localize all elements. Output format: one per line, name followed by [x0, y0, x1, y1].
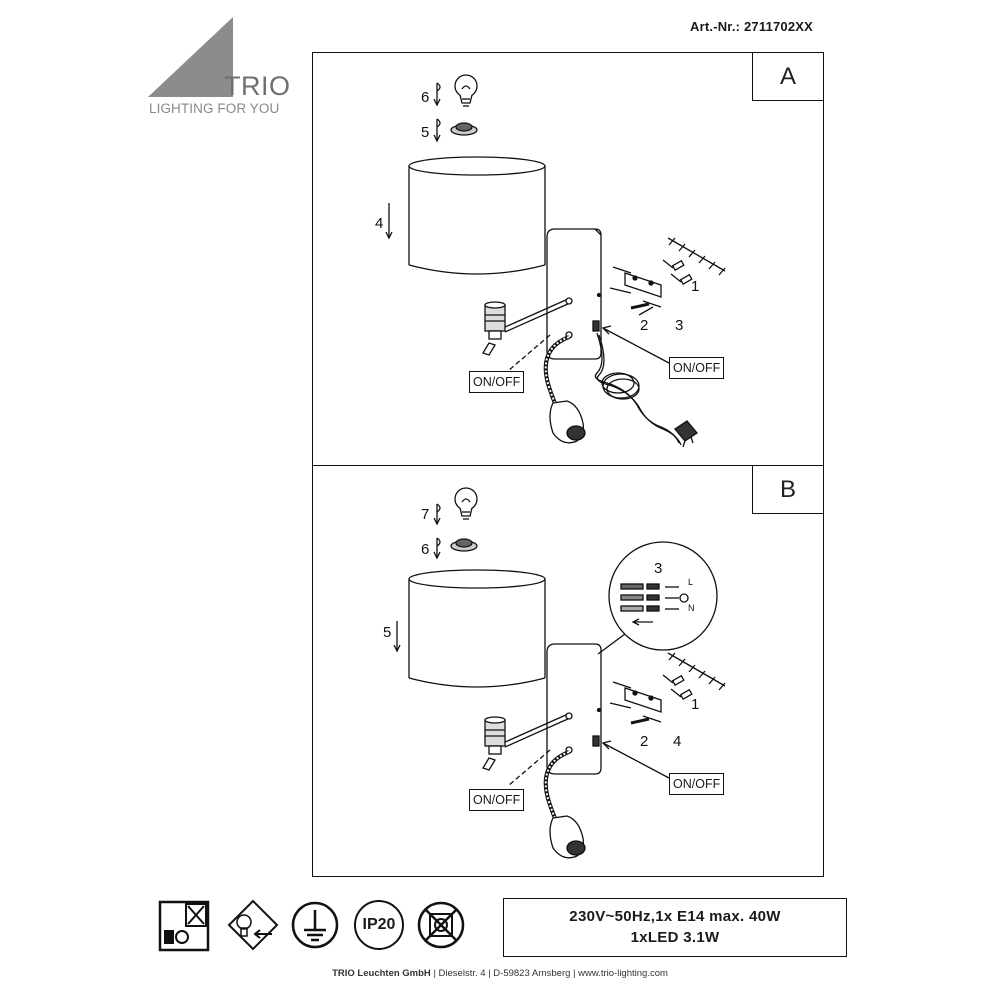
panel-letter: B	[752, 465, 824, 514]
wall-anchor-icon	[662, 674, 693, 700]
trio-logo-icon	[148, 17, 233, 97]
footer-separator: |	[433, 968, 436, 979]
step-4-label: 4	[375, 215, 384, 232]
reading-lamp-head-icon	[549, 815, 586, 859]
wall-anchor-icon	[662, 259, 693, 285]
wire-neutral-label: N	[688, 603, 695, 613]
step-6-label: 6	[421, 89, 430, 106]
step-2-label: 2	[640, 317, 649, 334]
step-7-label: 7	[421, 506, 430, 523]
step-2-label: 2	[640, 733, 649, 750]
no-dimmer-icon	[417, 901, 465, 949]
switch-label-right: ON/OFF	[669, 357, 725, 379]
bulb-icon	[454, 487, 478, 520]
mounting-bracket-icon	[609, 266, 662, 308]
reading-lamp-head-icon	[549, 400, 586, 444]
footer-website: www.trio-lighting.com	[578, 968, 668, 979]
panel-letter: A	[752, 52, 824, 101]
mounting-bracket-icon	[609, 681, 662, 723]
assembly-panel-b: B	[312, 465, 824, 877]
footer-separator: |	[488, 968, 491, 979]
step-3-label: 3	[654, 560, 663, 577]
footer-separator: |	[573, 968, 576, 979]
footer-city: D-59823 Arnsberg	[493, 968, 571, 979]
logo-tagline: LIGHTING FOR YOU	[149, 101, 280, 116]
footer-street: Dieselstr. 4	[438, 968, 486, 979]
lamp-shade-icon	[408, 156, 546, 275]
footer: TRIO Leuchten GmbH | Dieselstr. 4 | D-59…	[0, 968, 1000, 979]
indoor-use-only-icon	[158, 900, 210, 952]
cable-coil-icon	[601, 372, 640, 400]
spec-line-1: 230V~50Hz,1x E14 max. 40W	[569, 908, 781, 925]
shade-ring-icon	[450, 538, 478, 552]
logo-name: TRIO	[224, 71, 291, 101]
socket-icon	[482, 716, 506, 771]
switch-label-left: ON/OFF	[469, 371, 525, 393]
plug-icon	[674, 420, 698, 448]
protection-class-earth-icon	[291, 901, 339, 949]
step-1-label: 1	[691, 278, 700, 295]
socket-icon	[482, 301, 506, 356]
article-number: Art.-Nr.: 2711702XX	[690, 19, 814, 34]
screw-in-arrow-icon	[433, 82, 441, 107]
step-5-label: 5	[421, 124, 430, 141]
wiring-detail-icon	[597, 541, 718, 655]
shade-ring-icon	[433, 118, 478, 143]
step-4-label: 4	[673, 733, 682, 750]
footer-company: TRIO Leuchten GmbH	[332, 968, 431, 979]
switch-label-right: ON/OFF	[669, 773, 725, 795]
spec-line-2: 1xLED 3.1W	[630, 929, 720, 946]
wall-plate-icon	[546, 643, 602, 775]
step-5-label: 5	[383, 624, 392, 641]
ip-rating-icon: IP20	[354, 900, 404, 950]
step-3-label: 3	[675, 317, 684, 334]
step-1-label: 1	[691, 696, 700, 713]
replaceable-bulb-icon	[227, 899, 279, 951]
assembly-panel-a: A	[312, 52, 824, 466]
wall-plate-icon	[546, 228, 602, 360]
assembly-drawing-b	[393, 487, 726, 859]
electrical-specs: 230V~50Hz,1x E14 max. 40W 1xLED 3.1W	[503, 898, 847, 957]
switch-label-left: ON/OFF	[469, 789, 525, 811]
lamp-shade-icon	[408, 569, 546, 688]
wire-live-label: L	[688, 577, 694, 587]
bulb-icon	[454, 74, 478, 107]
assembly-drawing-a	[385, 74, 726, 448]
step-6-label: 6	[421, 541, 430, 558]
